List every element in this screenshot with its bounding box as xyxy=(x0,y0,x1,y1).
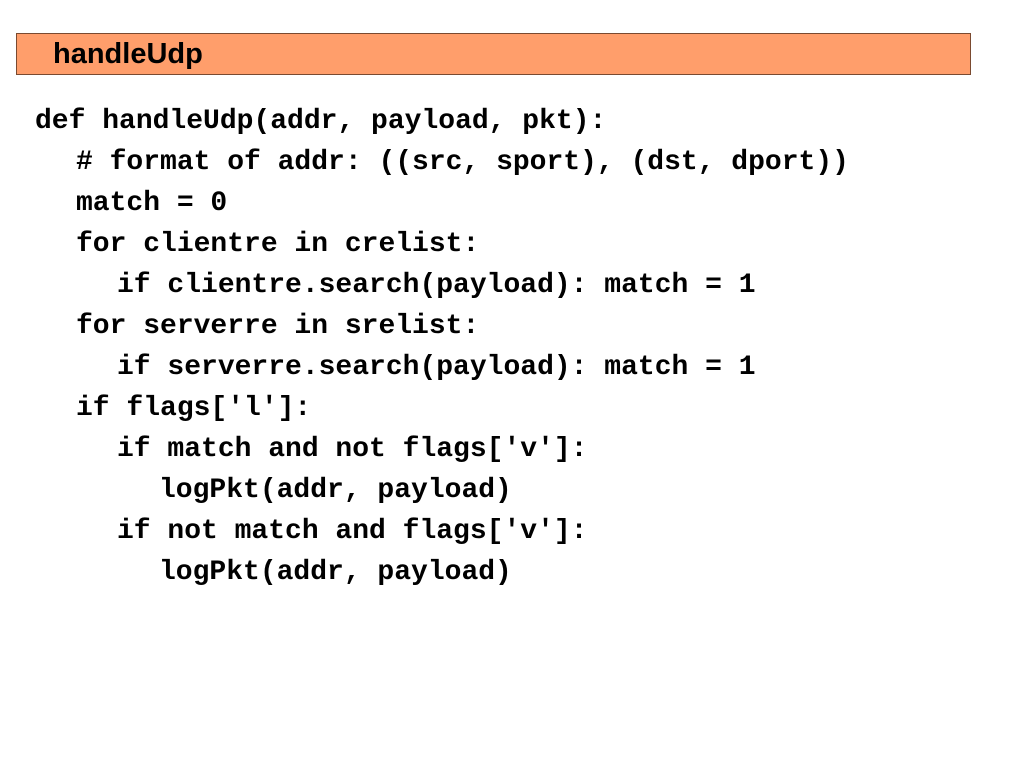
code-line-if-not-match: if not match and flags['v']: xyxy=(117,516,588,547)
code-line-if-server: if serverre.search(payload): match = 1 xyxy=(117,352,756,383)
code-line-if-match: if match and not flags['v']: xyxy=(117,434,588,465)
code-line-def: def handleUdp(addr, payload, pkt): xyxy=(35,106,607,137)
code-line-if-client: if clientre.search(payload): match = 1 xyxy=(117,270,756,301)
code-line-for-client: for clientre in crelist: xyxy=(76,229,480,260)
code-line-match-init: match = 0 xyxy=(76,188,228,219)
code-line-if-flags: if flags['l']: xyxy=(76,393,312,424)
code-line-logpkt-1: logPkt(addr, payload) xyxy=(159,475,512,506)
code-line-comment: # format of addr: ((src, sport), (dst, d… xyxy=(76,147,849,178)
slide-title-bar: handleUdp xyxy=(16,33,971,75)
slide-title: handleUdp xyxy=(53,38,203,70)
code-line-logpkt-2: logPkt(addr, payload) xyxy=(159,557,512,588)
code-line-for-server: for serverre in srelist: xyxy=(76,311,480,342)
code-block: def handleUdp(addr, payload, pkt): # for… xyxy=(35,101,1020,593)
